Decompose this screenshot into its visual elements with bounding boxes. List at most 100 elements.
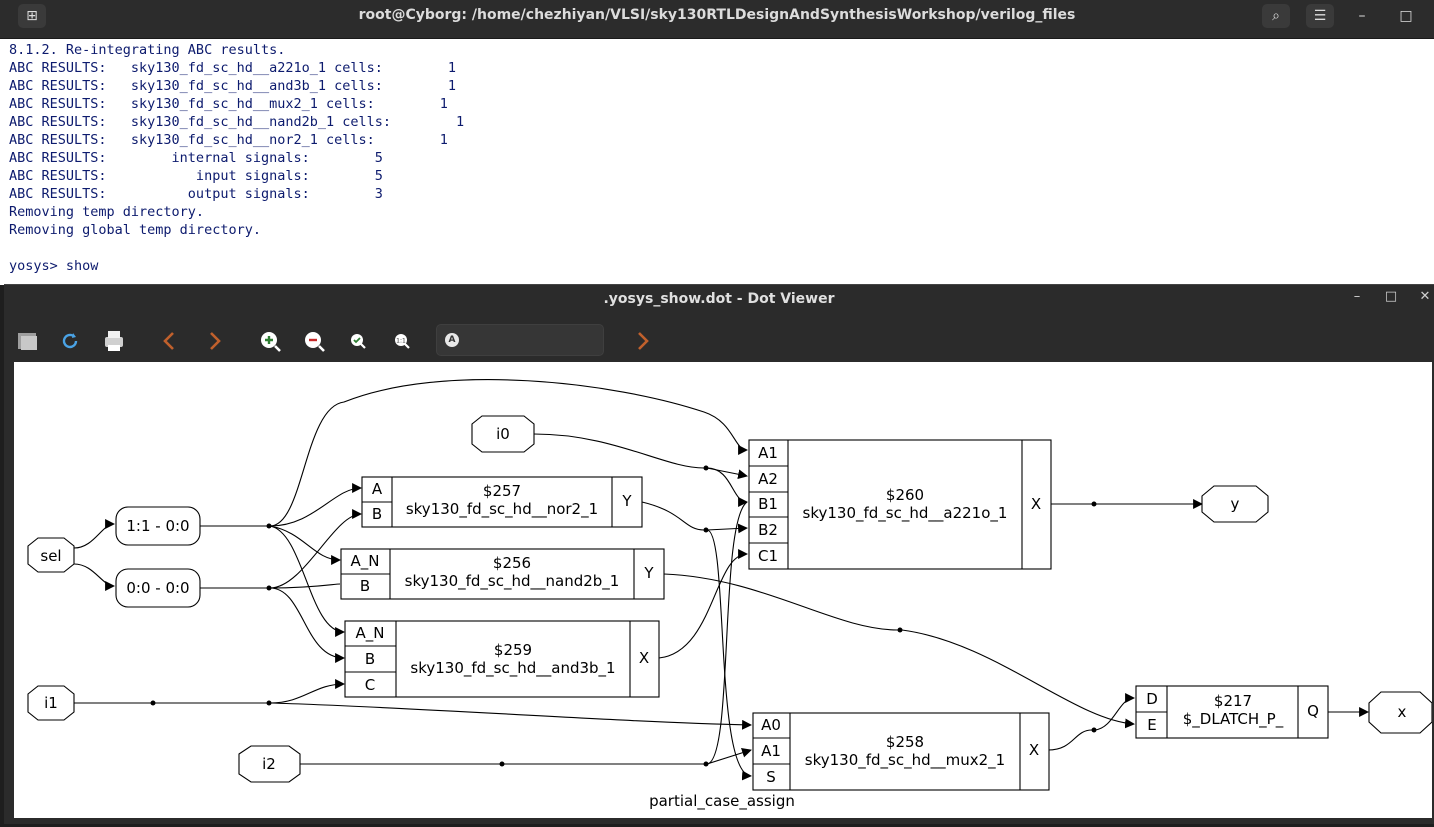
svg-text:C1: C1: [758, 547, 778, 565]
svg-text:Y: Y: [643, 564, 654, 582]
cell-260[interactable]: A1 A2 B1 B2 C1 $260 sky130_fd_sc_hd__a22…: [748, 439, 1052, 570]
svg-text:$256: $256: [493, 554, 531, 572]
dot-viewer-window: .yosys_show.dot - Dot Viewer – □ ✕ 1:1: [4, 284, 1434, 824]
maximize-icon[interactable]: □: [1384, 289, 1398, 304]
viewer-title: .yosys_show.dot - Dot Viewer: [603, 291, 835, 307]
svg-text:i0: i0: [496, 425, 510, 443]
terminal-output[interactable]: 8.1.2. Re-integrating ABC results.ABC RE…: [0, 39, 1434, 285]
terminal-line: ABC RESULTS: sky130_fd_sc_hd__nor2_1 cel…: [9, 132, 448, 148]
open-icon[interactable]: [14, 327, 42, 355]
port-x[interactable]: x: [1368, 691, 1432, 734]
terminal-line: ABC RESULTS: internal signals: 5: [9, 150, 383, 166]
terminal-title: root@Cyborg: /home/chezhiyan/VLSI/sky130…: [358, 7, 1076, 23]
slice-sel-0[interactable]: 0:0 - 0:0: [115, 568, 201, 608]
terminal-line: ABC RESULTS: sky130_fd_sc_hd__a221o_1 ce…: [9, 60, 457, 76]
back-icon[interactable]: [156, 327, 184, 355]
zoom-in-icon[interactable]: [256, 327, 284, 355]
viewer-toolbar: 1:1 A: [4, 321, 1434, 361]
terminal-line: ABC RESULTS: sky130_fd_sc_hd__and3b_1 ce…: [9, 78, 457, 94]
terminal-line: Removing temp directory.: [9, 204, 205, 220]
svg-text:y: y: [1231, 495, 1240, 513]
svg-text:sky130_fd_sc_hd__nand2b_1: sky130_fd_sc_hd__nand2b_1: [405, 572, 620, 591]
ports: sel i0 i1 i2 y: [27, 415, 1432, 783]
wires: [73, 379, 1369, 781]
svg-text:B: B: [365, 650, 375, 668]
svg-text:A_N: A_N: [356, 624, 385, 643]
minimize-icon[interactable]: –: [1353, 289, 1361, 304]
svg-text:i2: i2: [262, 755, 276, 773]
svg-text:$257: $257: [483, 482, 521, 500]
svg-text:Y: Y: [621, 492, 632, 510]
slice-sel-1[interactable]: 1:1 - 0:0: [115, 506, 201, 546]
cell-256[interactable]: A_N B $256 sky130_fd_sc_hd__nand2b_1 Y: [340, 548, 665, 600]
svg-text:sel: sel: [40, 547, 61, 565]
hamburger-menu-icon[interactable]: ☰: [1306, 4, 1334, 28]
terminal-line: ABC RESULTS: output signals: 3: [9, 186, 383, 202]
terminal-line: ABC RESULTS: input signals: 5: [9, 168, 383, 184]
port-i0[interactable]: i0: [471, 415, 535, 453]
cells: A B $257 sky130_fd_sc_hd__nor2_1 Y A_N B…: [340, 439, 1329, 791]
port-sel[interactable]: sel: [27, 537, 75, 573]
svg-text:A: A: [372, 480, 383, 498]
maximize-icon[interactable]: □: [1399, 8, 1413, 24]
svg-text:i1: i1: [44, 694, 58, 712]
zoom-100-icon[interactable]: 1:1: [388, 327, 416, 355]
svg-text:A_N: A_N: [351, 552, 380, 571]
svg-text:1:1 - 0:0: 1:1 - 0:0: [126, 517, 189, 535]
find-icon: A: [445, 333, 459, 347]
svg-text:A1: A1: [758, 444, 778, 462]
cell-257[interactable]: A B $257 sky130_fd_sc_hd__nor2_1 Y: [361, 476, 643, 528]
print-icon[interactable]: [100, 327, 128, 355]
terminal-line: [9, 239, 464, 257]
svg-text:C: C: [365, 676, 375, 694]
zoom-fit-icon[interactable]: [344, 327, 372, 355]
graph-canvas[interactable]: sel i0 i1 i2 y: [14, 362, 1432, 818]
minimize-icon[interactable]: –: [1358, 8, 1366, 24]
svg-text:B1: B1: [758, 495, 778, 513]
svg-text:B: B: [372, 505, 382, 523]
svg-text:Q: Q: [1307, 702, 1319, 720]
svg-text:1:1: 1:1: [396, 338, 406, 345]
port-i2[interactable]: i2: [238, 745, 301, 783]
search-icon[interactable]: ⌕: [1262, 4, 1290, 28]
svg-text:$217: $217: [1214, 692, 1252, 710]
svg-text:A0: A0: [761, 716, 781, 734]
svg-text:E: E: [1147, 716, 1156, 734]
reload-icon[interactable]: [56, 327, 84, 355]
cell-259[interactable]: A_N B C $259 sky130_fd_sc_hd__and3b_1 X: [344, 620, 660, 698]
svg-text:x: x: [1398, 703, 1407, 721]
svg-text:A2: A2: [758, 470, 778, 488]
terminal-line: ABC RESULTS: sky130_fd_sc_hd__mux2_1 cel…: [9, 96, 448, 112]
svg-text:sky130_fd_sc_hd__nor2_1: sky130_fd_sc_hd__nor2_1: [406, 500, 598, 519]
svg-text:0:0 - 0:0: 0:0 - 0:0: [126, 579, 189, 597]
close-icon[interactable]: ✕: [1419, 289, 1431, 304]
svg-text:X: X: [1031, 495, 1041, 513]
cell-258[interactable]: A0 A1 S $258 sky130_fd_sc_hd__mux2_1 X: [752, 712, 1050, 791]
zoom-out-icon[interactable]: [300, 327, 328, 355]
terminal-line: yosys> show: [9, 258, 99, 274]
svg-text:$_DLATCH_P_: $_DLATCH_P_: [1183, 710, 1284, 729]
forward-icon[interactable]: [200, 327, 228, 355]
terminal-line: ABC RESULTS: sky130_fd_sc_hd__nand2b_1 c…: [9, 114, 465, 130]
find-input[interactable]: A: [436, 324, 604, 356]
find-next-icon[interactable]: [628, 327, 656, 355]
terminal-lines: 8.1.2. Re-integrating ABC results.ABC RE…: [9, 41, 464, 275]
svg-text:$260: $260: [886, 486, 924, 504]
svg-text:A1: A1: [761, 742, 781, 760]
svg-text:S: S: [766, 768, 776, 786]
svg-text:B: B: [360, 577, 370, 595]
new-tab-icon[interactable]: ⊞: [18, 4, 46, 28]
svg-text:X: X: [1029, 741, 1039, 759]
svg-text:X: X: [639, 649, 649, 667]
terminal-titlebar: ⊞ root@Cyborg: /home/chezhiyan/VLSI/sky1…: [0, 0, 1434, 39]
svg-text:$259: $259: [494, 641, 532, 659]
port-y[interactable]: y: [1201, 485, 1269, 523]
junctions: [150, 465, 1097, 767]
svg-text:sky130_fd_sc_hd__mux2_1: sky130_fd_sc_hd__mux2_1: [805, 751, 1005, 770]
svg-text:$258: $258: [886, 733, 924, 751]
svg-text:sky130_fd_sc_hd__and3b_1: sky130_fd_sc_hd__and3b_1: [410, 659, 615, 678]
slices: 1:1 - 0:0 0:0 - 0:0: [115, 506, 201, 608]
cell-217[interactable]: D E $217 $_DLATCH_P_ Q: [1135, 685, 1329, 739]
port-i1[interactable]: i1: [27, 685, 75, 721]
svg-text:D: D: [1146, 690, 1158, 708]
